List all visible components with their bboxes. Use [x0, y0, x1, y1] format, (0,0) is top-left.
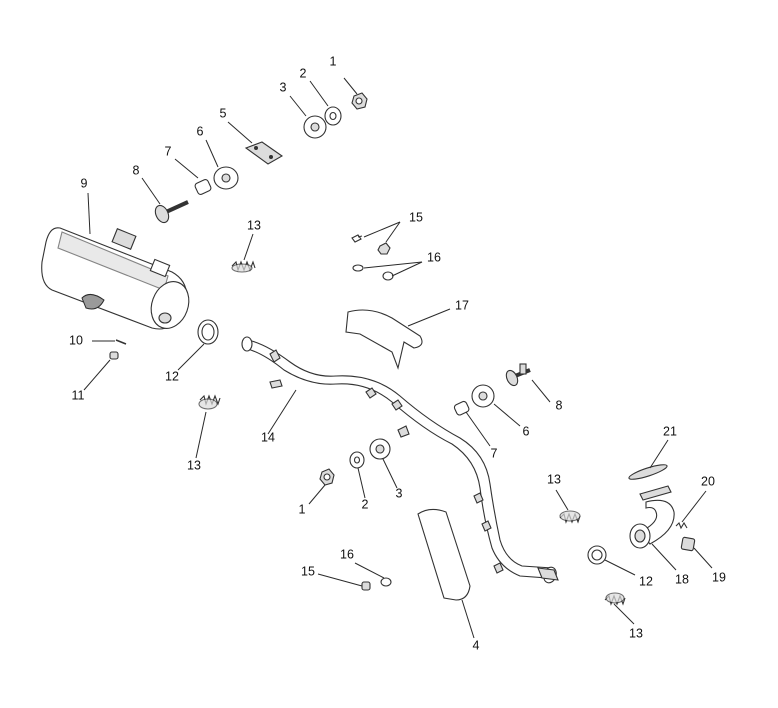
- callout-12: 12: [165, 369, 179, 383]
- callout-15: 15: [409, 210, 423, 224]
- leader-lines: [83, 77, 713, 639]
- callout-1: 1: [330, 54, 337, 68]
- exhaust-pipe-part[interactable]: [241, 336, 559, 585]
- callout-2: 2: [300, 66, 307, 80]
- spring-part[interactable]: [231, 260, 256, 273]
- elbow-pipe-part[interactable]: [629, 485, 675, 549]
- callout-9: 9: [81, 176, 88, 190]
- nut-part[interactable]: [377, 242, 391, 255]
- gasket-part[interactable]: [197, 319, 219, 345]
- callout-5: 5: [220, 106, 227, 120]
- callout-labels: 1 2 3 5 6 7 8 9 13 15 16 17 10 11 12 13 …: [69, 54, 726, 652]
- sleeve-part[interactable]: [194, 179, 212, 196]
- spring-part[interactable]: [604, 592, 626, 606]
- clip-part[interactable]: [115, 339, 127, 345]
- grommet-part[interactable]: [303, 115, 327, 139]
- nut-part[interactable]: [319, 468, 335, 486]
- callout-3: 3: [280, 80, 287, 94]
- grommet-part[interactable]: [471, 384, 495, 408]
- callout-6: 6: [523, 424, 530, 438]
- bolt-part[interactable]: [153, 200, 189, 225]
- callout-19: 19: [712, 570, 726, 584]
- fastener-part[interactable]: [109, 351, 119, 360]
- washer-part[interactable]: [324, 106, 342, 126]
- screw-part[interactable]: [361, 581, 371, 591]
- callout-20: 20: [701, 474, 715, 488]
- callout-13: 13: [187, 458, 201, 472]
- callout-15: 15: [301, 564, 315, 578]
- block-part[interactable]: [680, 536, 696, 552]
- callout-13: 13: [547, 472, 561, 486]
- gasket-part[interactable]: [628, 462, 669, 482]
- muffler-part[interactable]: [41, 227, 195, 334]
- callout-7: 7: [491, 446, 498, 460]
- gasket-part[interactable]: [587, 545, 607, 565]
- callout-10: 10: [69, 333, 83, 347]
- callout-14: 14: [261, 430, 275, 444]
- clip-part[interactable]: [675, 521, 688, 530]
- callout-16: 16: [340, 547, 354, 561]
- washer-part[interactable]: [352, 264, 394, 281]
- heat-shield-part[interactable]: [417, 508, 471, 601]
- screw-part[interactable]: [351, 234, 363, 243]
- callout-7: 7: [165, 144, 172, 158]
- bracket-part[interactable]: [244, 141, 284, 165]
- callout-2: 2: [362, 497, 369, 511]
- callout-18: 18: [675, 572, 689, 586]
- callout-11: 11: [72, 388, 85, 402]
- callout-12: 12: [639, 574, 653, 588]
- callout-3: 3: [396, 486, 403, 500]
- callout-1: 1: [299, 502, 306, 516]
- callout-6: 6: [197, 124, 204, 138]
- spring-part[interactable]: [559, 510, 581, 524]
- callout-13: 13: [247, 218, 261, 232]
- callout-21: 21: [663, 424, 677, 438]
- callout-4: 4: [473, 638, 480, 652]
- sleeve-part[interactable]: [453, 400, 470, 416]
- callout-8: 8: [133, 163, 140, 177]
- callout-17: 17: [455, 298, 469, 312]
- washer-part[interactable]: [380, 577, 392, 587]
- washer-part[interactable]: [349, 451, 365, 469]
- callout-16: 16: [427, 250, 441, 264]
- callout-13: 13: [629, 626, 643, 640]
- callout-8: 8: [556, 398, 563, 412]
- heat-shield-part[interactable]: [345, 309, 423, 370]
- grommet-part[interactable]: [369, 438, 391, 460]
- spring-part[interactable]: [198, 394, 221, 410]
- grommet-part[interactable]: [213, 166, 239, 190]
- bolt-part[interactable]: [504, 363, 531, 387]
- nut-part[interactable]: [351, 92, 368, 110]
